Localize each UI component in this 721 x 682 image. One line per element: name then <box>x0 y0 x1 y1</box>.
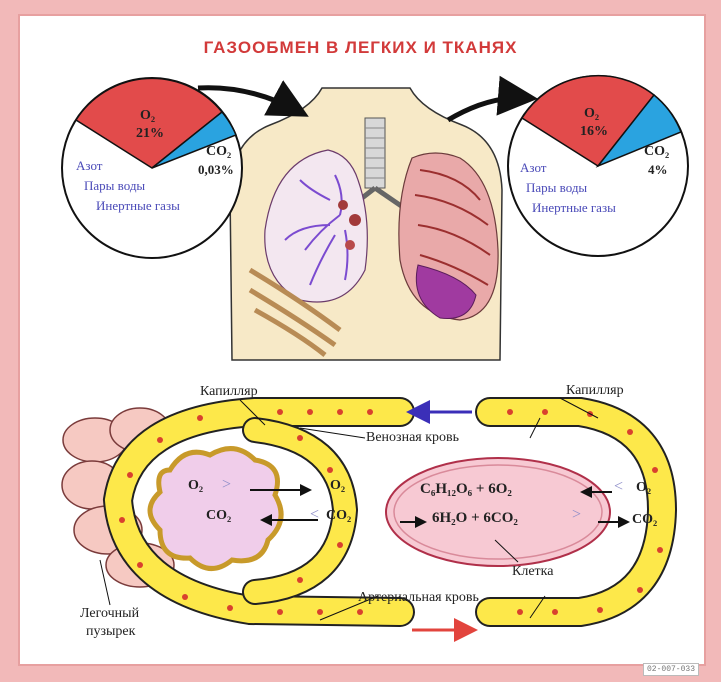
exhaled-o2-label: O₂ <box>584 106 599 122</box>
inhaled-o2-label: O₂ <box>140 108 155 124</box>
capillary-right-label: Капилляр <box>566 383 624 399</box>
exhaled-inert-gases-label: Инертные газы <box>532 200 616 216</box>
alveolus-co2-label: CO₂ <box>206 508 231 524</box>
venous-blood-label: Венозная кровь <box>366 430 459 446</box>
inhaled-o2-value: 21% <box>136 126 164 142</box>
exhale-arrow <box>448 98 528 120</box>
alveolus-label-line2: пузырек <box>86 624 135 640</box>
exhaled-co2-label: CO₂ <box>644 144 669 160</box>
exhaled-nitrogen-label: Азот <box>520 160 546 176</box>
diagram-title: ГАЗООБМЕН В ЛЕГКИХ И ТКАНЯХ <box>0 38 721 58</box>
capillary-right-co2-label: CO₂ <box>632 512 657 528</box>
catalog-code: 02-007-033 <box>643 663 699 676</box>
capillary-left-o2-label: O₂ <box>330 478 345 494</box>
cell-co2-sign: > <box>572 506 581 524</box>
inhaled-water-vapor-label: Пары воды <box>84 178 145 194</box>
alveolus-o2-label: O₂ <box>188 478 203 494</box>
alveolus-co2-sign: < <box>310 506 319 524</box>
alveolus-o2-sign: > <box>222 476 231 494</box>
exhaled-co2-value: 4% <box>648 162 668 178</box>
inhaled-co2-label: CO₂ <box>206 144 231 160</box>
capillary-right-o2-label: O₂ <box>636 480 651 496</box>
capillary-left-label: Капилляр <box>200 384 258 400</box>
capillary-right-o2-sign: < <box>614 478 623 496</box>
cell-equation-top: C₆H₁₂O₆ + 6O₂ <box>420 481 512 498</box>
alveolus-label-line1: Легочный <box>80 606 139 622</box>
exhaled-o2-value: 16% <box>580 124 608 140</box>
inhaled-nitrogen-label: Азот <box>76 158 102 174</box>
cell-label: Клетка <box>512 564 553 580</box>
inhaled-inert-gases-label: Инертные газы <box>96 198 180 214</box>
capillary-left-co2-label: CO₂ <box>326 508 351 524</box>
cell-equation-bottom: 6H₂O + 6CO₂ <box>432 510 518 527</box>
inhaled-co2-value: 0,03% <box>198 162 234 178</box>
arterial-blood-label: Артериальная кровь <box>358 590 479 606</box>
exhaled-water-vapor-label: Пары воды <box>526 180 587 196</box>
